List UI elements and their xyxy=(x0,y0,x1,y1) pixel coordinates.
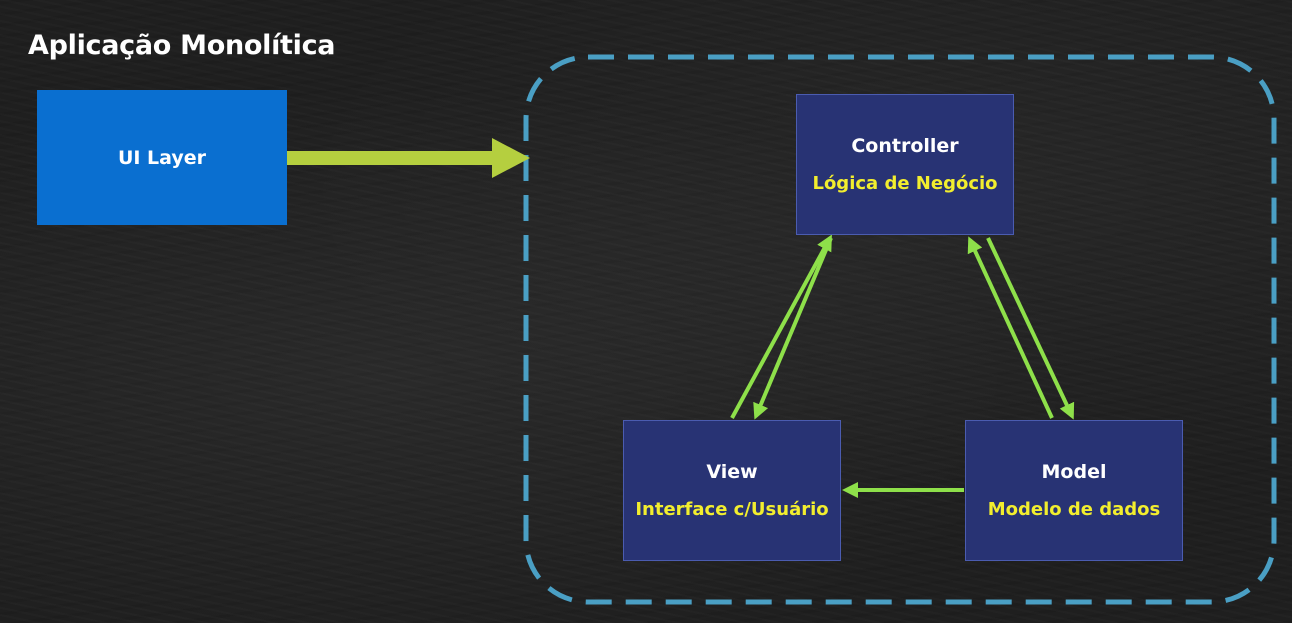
ui-layer-label: UI Layer xyxy=(117,146,207,169)
ui-layer-box: UI Layer xyxy=(37,90,287,225)
ui-to-mvc-arrow xyxy=(287,138,530,178)
controller-subtitle: Lógica de Negócio xyxy=(812,173,998,194)
monolith-boundary xyxy=(523,54,1277,605)
view-box: View Interface c/Usuário xyxy=(623,420,841,561)
arrow-model-to-controller xyxy=(967,236,1054,419)
view-label: View xyxy=(706,461,758,483)
model-subtitle: Modelo de dados xyxy=(987,499,1161,520)
controller-box: Controller Lógica de Negócio xyxy=(796,94,1014,235)
model-label: Model xyxy=(1041,461,1107,483)
controller-label: Controller xyxy=(851,135,959,157)
arrow-view-to-controller xyxy=(730,234,832,419)
view-subtitle: Interface c/Usuário xyxy=(635,499,829,520)
model-box: Model Modelo de dados xyxy=(965,420,1183,561)
arrow-controller-to-model xyxy=(986,237,1075,420)
arrow-controller-to-view xyxy=(753,237,833,420)
diagram-title: Aplicação Monolítica xyxy=(28,30,336,61)
